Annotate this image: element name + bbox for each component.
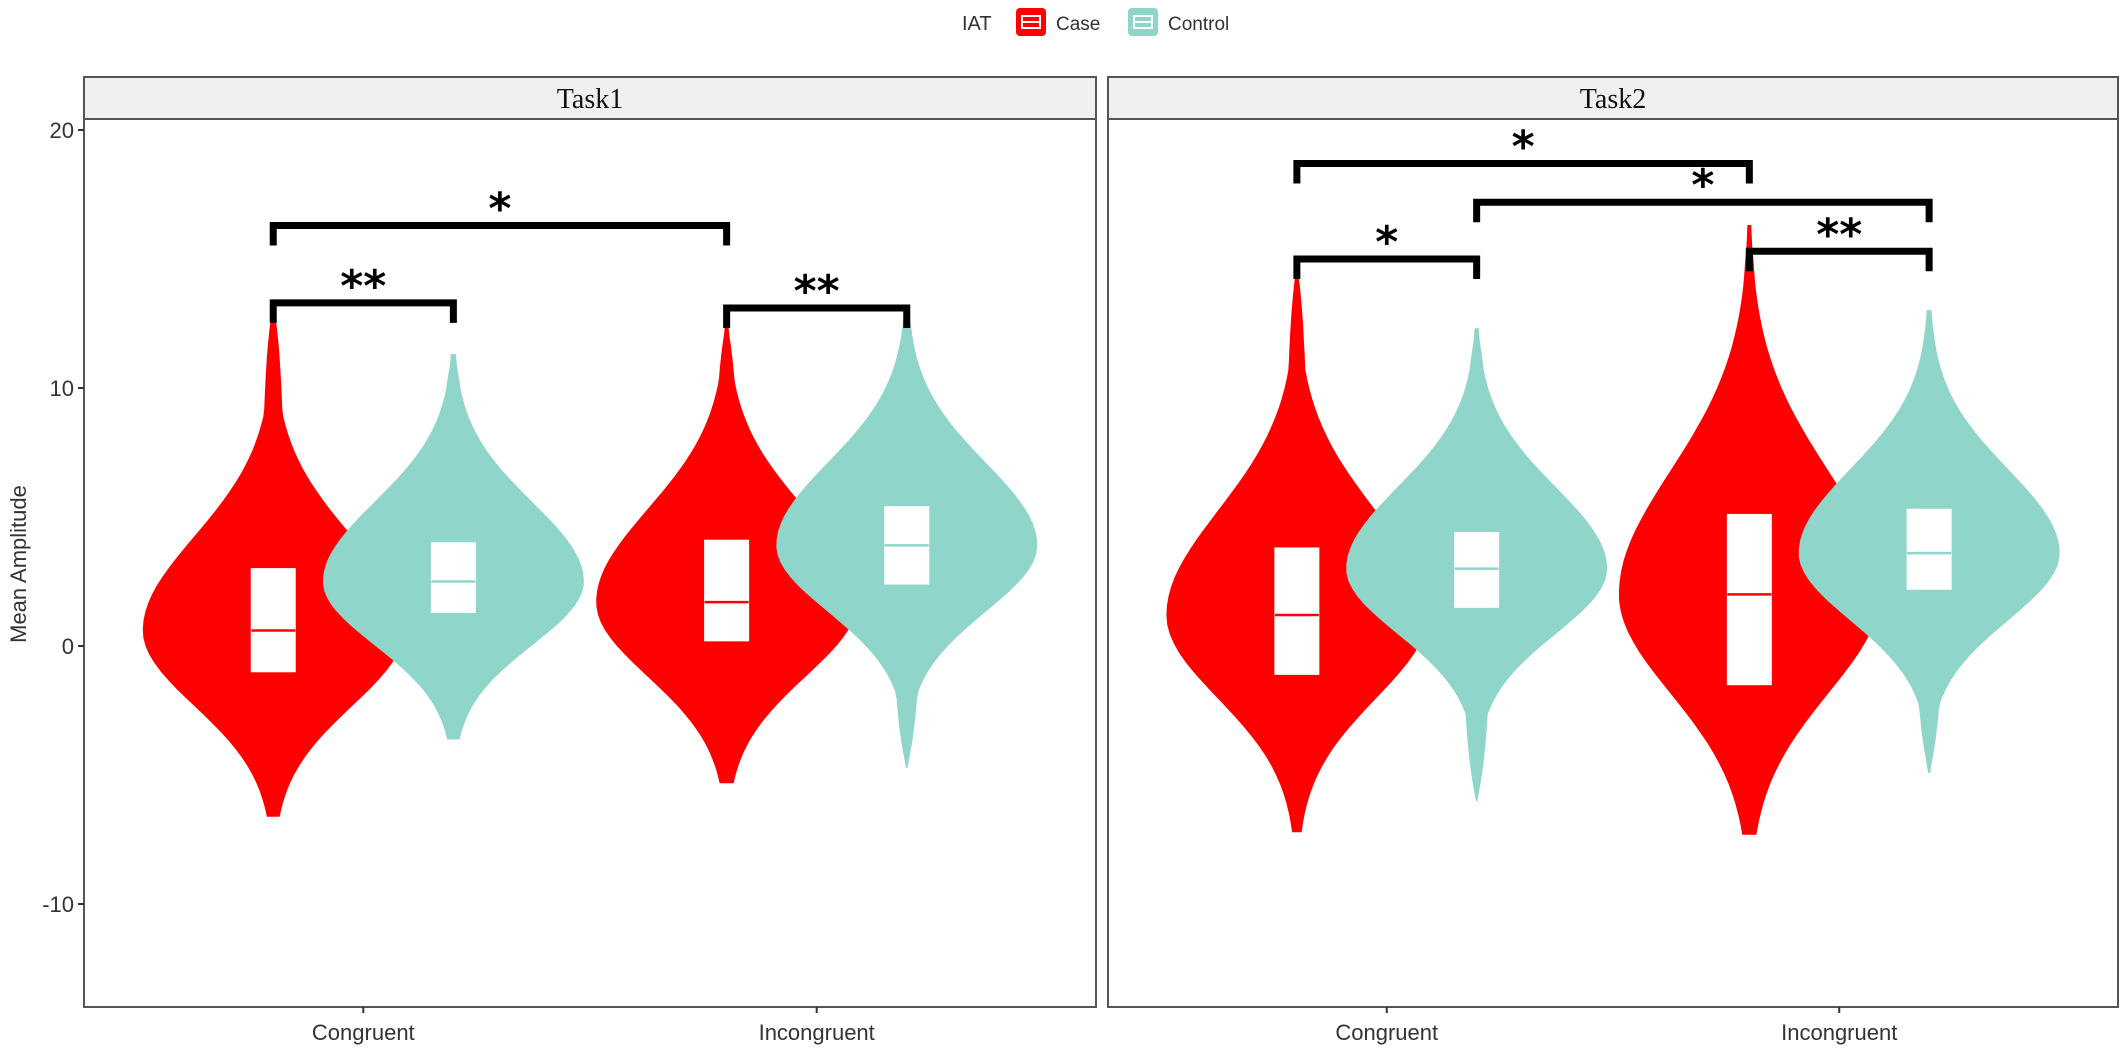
significance-label: ** <box>794 266 840 317</box>
bracket-line <box>1473 198 1933 223</box>
violin-incongruent-control <box>1798 310 2060 773</box>
significance-label: ** <box>1816 209 1862 260</box>
significance-label: * <box>1691 160 1714 211</box>
violin-box <box>1726 513 1772 686</box>
violin-box <box>430 542 476 613</box>
panel-frame <box>83 118 1097 1008</box>
violin-incongruent-case <box>596 323 858 784</box>
violin-box <box>704 539 750 642</box>
violin-congruent-case <box>142 304 404 817</box>
y-tick-label: 20 <box>50 118 74 143</box>
legend-label-control: Control <box>1168 14 1229 35</box>
y-tick-label: 0 <box>62 634 74 659</box>
bracket-line <box>269 299 457 323</box>
significance-bracket: ** <box>723 266 911 329</box>
x-tick-label: Congruent <box>1335 1020 1438 1045</box>
significance-bracket: * <box>1293 217 1481 279</box>
significance-label: ** <box>340 261 386 312</box>
violin-incongruent-case <box>1618 225 1880 835</box>
legend-title: IAT <box>962 13 992 35</box>
bracket-line <box>1745 247 1933 272</box>
bracket-line <box>1293 255 1481 279</box>
panel-strip <box>1107 76 2119 120</box>
bracket-line <box>723 304 911 329</box>
violin-box <box>1906 508 1952 590</box>
y-axis-label: Mean Amplitude <box>6 485 31 643</box>
significance-label: * <box>1512 122 1535 173</box>
significance-bracket: ** <box>269 261 457 323</box>
panel-strip <box>83 76 1097 120</box>
x-tick-label: Incongruent <box>759 1020 875 1045</box>
legend-item-case: Case <box>1016 8 1100 36</box>
significance-bracket: * <box>1293 122 1753 184</box>
violin-congruent-control <box>322 354 584 740</box>
violin-incongruent-control <box>776 310 1038 768</box>
violin-box <box>1454 531 1500 608</box>
x-tick-label: Incongruent <box>1781 1020 1897 1045</box>
legend-item-control: Control <box>1128 8 1229 36</box>
significance-bracket: ** <box>1745 209 1933 272</box>
y-tick-label: -10 <box>42 892 74 917</box>
legend-label-case: Case <box>1056 14 1100 35</box>
bracket-line <box>1293 160 1753 184</box>
panel-title: Task2 <box>1580 84 1646 115</box>
significance-bracket: * <box>269 183 731 246</box>
violin-congruent-control <box>1346 328 1608 802</box>
significance-label: * <box>488 183 511 234</box>
violin-box <box>1274 547 1320 675</box>
legend: IAT Case Control <box>962 8 1229 36</box>
panel-frame <box>1107 118 2119 1008</box>
significance-bracket: * <box>1473 160 1933 223</box>
bracket-line <box>269 221 731 246</box>
significance-label: * <box>1375 217 1398 268</box>
y-tick-label: 10 <box>50 376 74 401</box>
x-tick-label: Congruent <box>312 1020 415 1045</box>
violin-box <box>250 568 296 673</box>
panel-title: Task1 <box>557 84 623 115</box>
